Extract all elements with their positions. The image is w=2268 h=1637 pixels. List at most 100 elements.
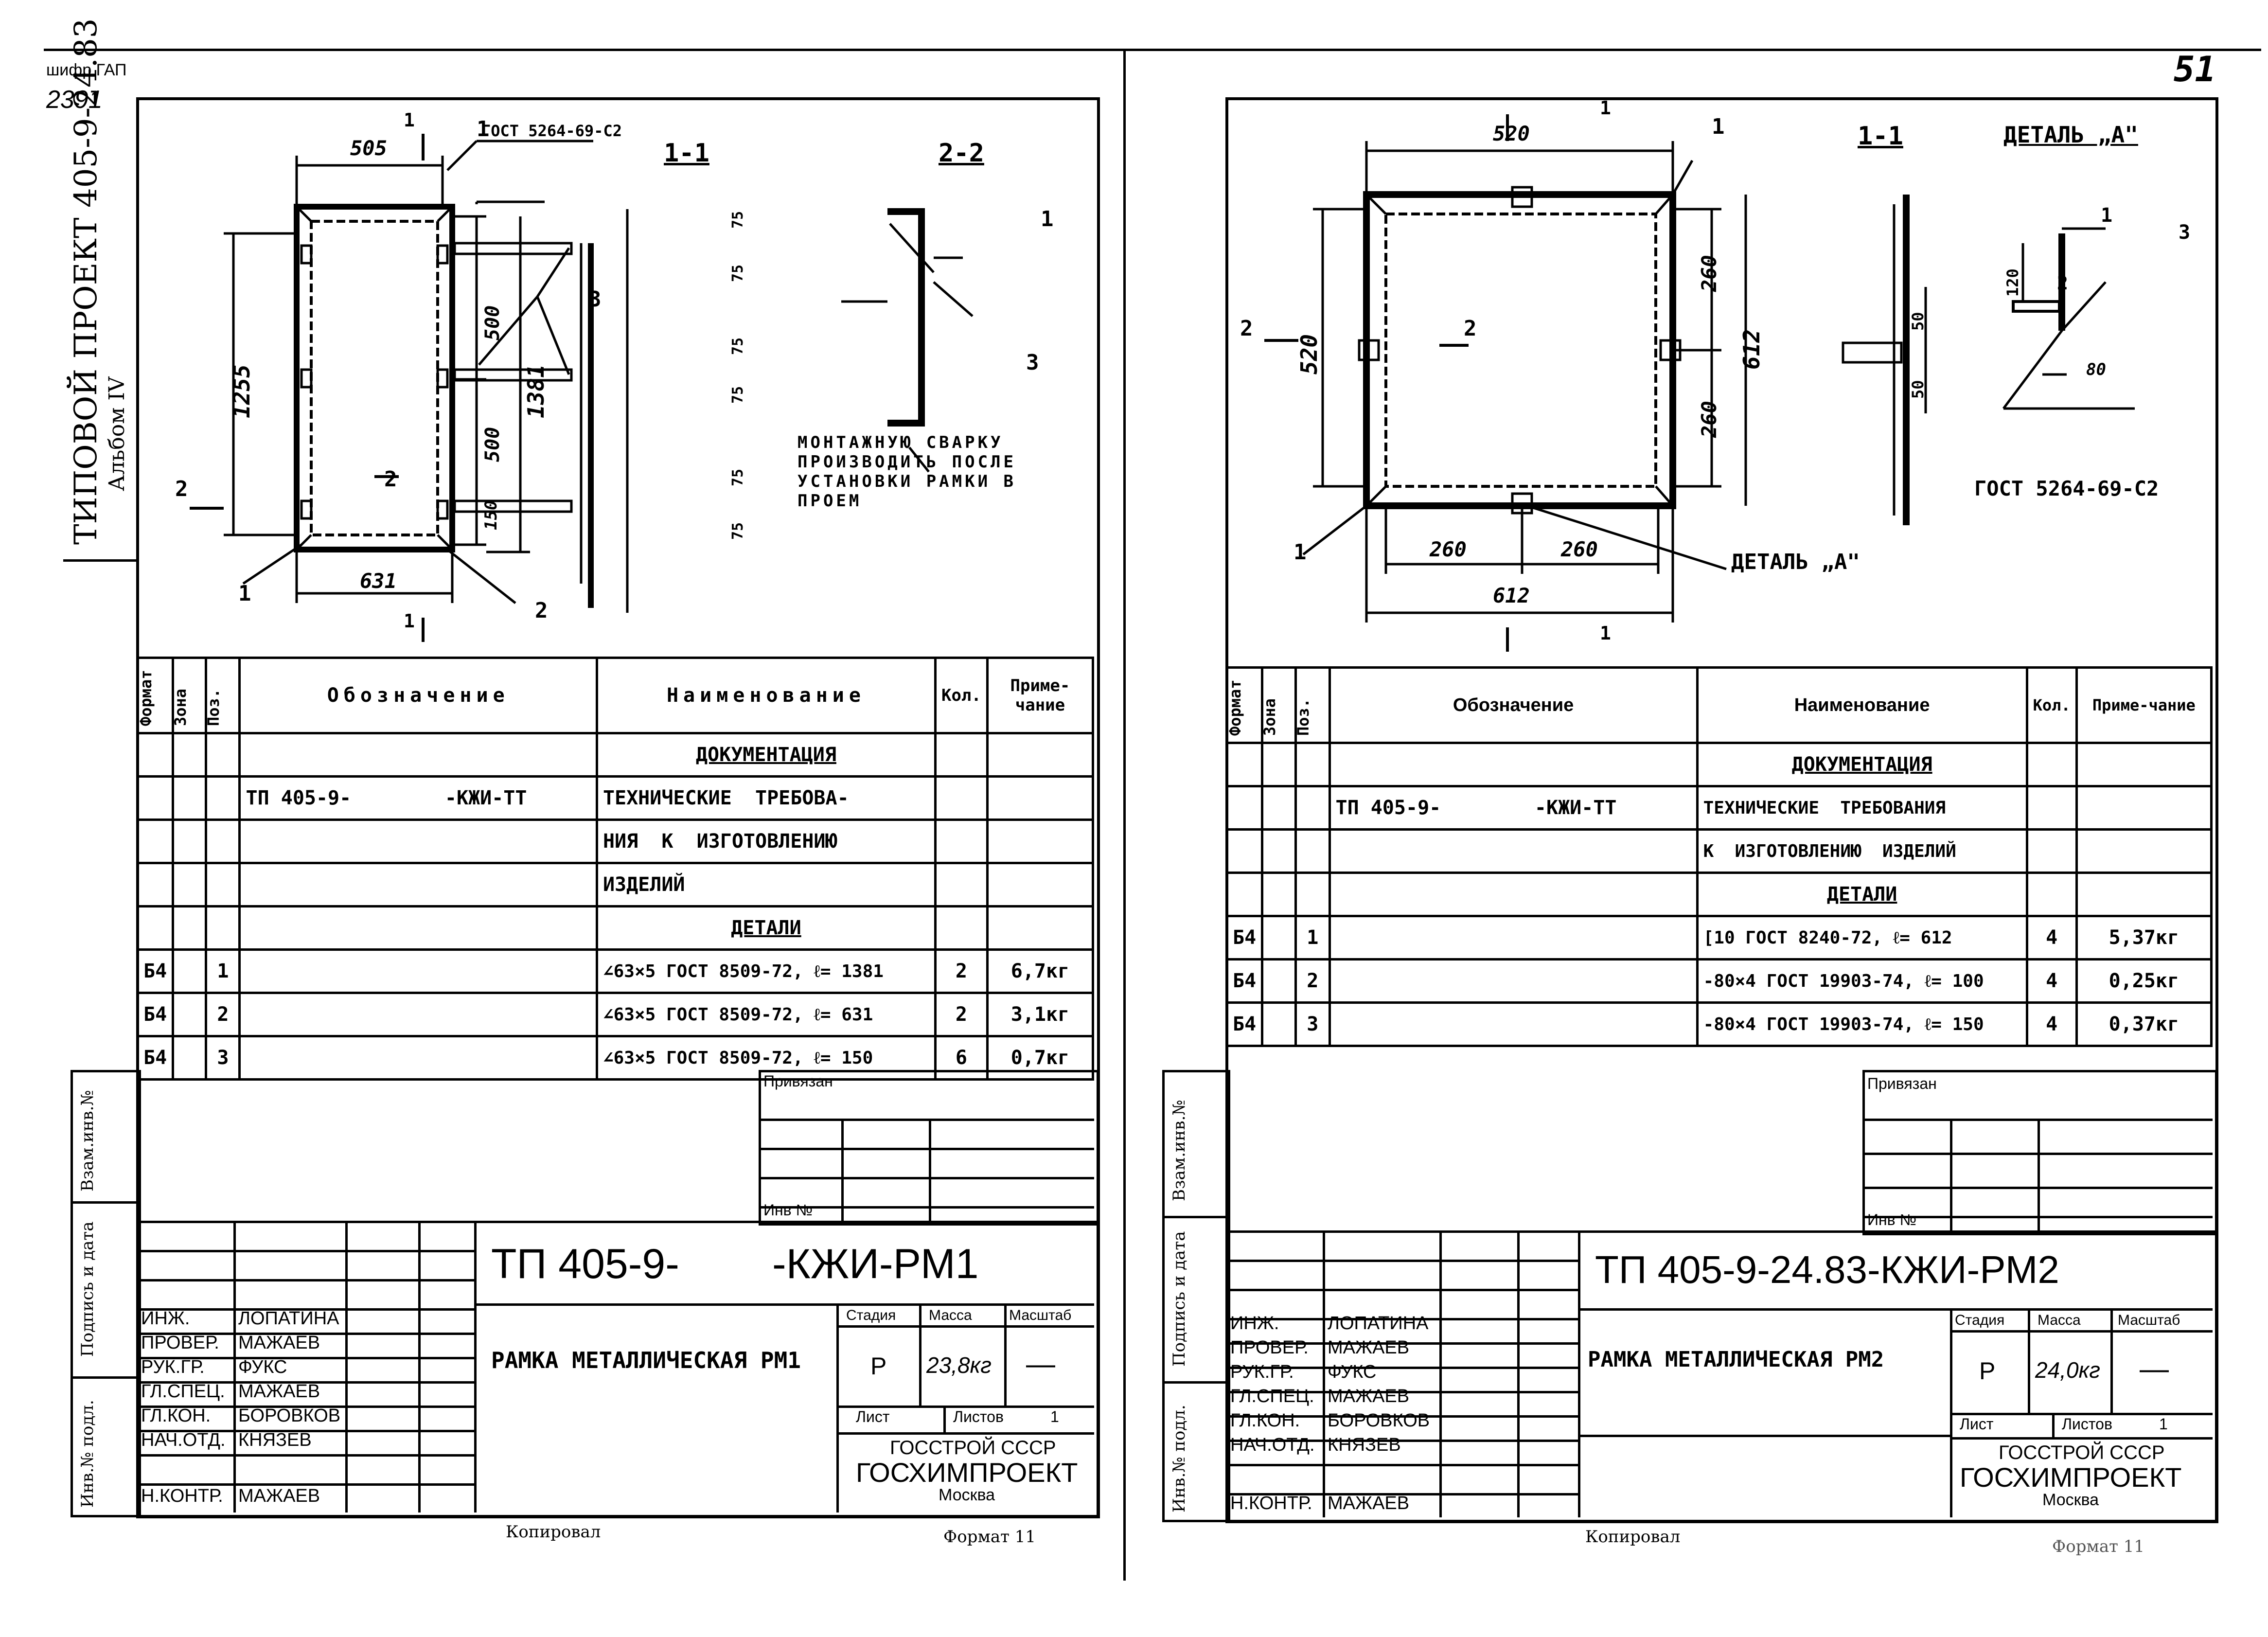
- right-dim-612-r: 612: [1738, 329, 1765, 370]
- left-scale: —: [1026, 1348, 1055, 1380]
- left-person-name: БОРОВКОВ: [238, 1406, 341, 1426]
- right-person-role: ПРОВЕР.: [1230, 1337, 1309, 1358]
- left-dim-1381: 1381: [523, 364, 549, 418]
- right-title-stage-grid: [1950, 1308, 2213, 1440]
- right-sheets: 1: [2159, 1415, 2168, 1433]
- right-table-header: Формат Зона Поз. Обозначение Наименовани…: [1225, 666, 2213, 744]
- left-dim-500a: 500: [481, 305, 504, 340]
- left-person-role: НАЧ.ОТД.: [141, 1430, 226, 1450]
- right-side-divider-1: [1162, 1216, 1225, 1218]
- right-dim-260a: 260: [1697, 255, 1721, 292]
- table-row: ИЗДЕЛИЙ: [136, 862, 1095, 907]
- right-cut-2-mid: 2: [1464, 316, 1477, 341]
- left-stage-label: Стадия: [846, 1307, 896, 1323]
- left-title-grid: [136, 1221, 477, 1512]
- left-section-1-1: 1-1: [664, 139, 709, 168]
- left-dim-505: 505: [350, 136, 387, 160]
- right-side-inv: Инв.№ подл.: [1169, 1405, 1189, 1512]
- cipher-number: 2391: [46, 86, 103, 114]
- right-pos-1-det: 1: [2101, 204, 2113, 227]
- right-th-format: Формат: [1226, 679, 1245, 736]
- left-dim-75e: 75: [729, 468, 746, 486]
- left-side-divider-2: [71, 1376, 136, 1379]
- right-side-divider-2: [1162, 1381, 1225, 1384]
- left-scale-label: Масштаб: [1009, 1307, 1072, 1323]
- right-title-divider-h2: [1580, 1435, 1950, 1437]
- left-dim-75f: 75: [729, 522, 746, 540]
- right-person-name: МАЖАЕВ: [1328, 1493, 1410, 1513]
- left-person-role: ПРОВЕР.: [141, 1333, 219, 1353]
- left-pos-3: 3: [588, 287, 602, 312]
- left-person-role: ГЛ.КОН.: [141, 1406, 211, 1426]
- left-side-inv: Инв.№ подл.: [78, 1400, 97, 1508]
- left-person-name: ФУКС: [238, 1357, 287, 1377]
- right-th-designation: Обозначение: [1328, 666, 1699, 744]
- right-doc-name: РАМКА МЕТАЛЛИЧЕСКАЯ РМ2: [1588, 1347, 1884, 1372]
- right-person-role: Н.КОНТР.: [1230, 1493, 1312, 1513]
- left-side-divider-1: [71, 1201, 136, 1204]
- top-rule: [44, 49, 2261, 51]
- table-row: НИЯ К ИЗГОТОВЛЕНИЮ: [136, 818, 1095, 864]
- left-th-name: Наименование: [595, 657, 937, 734]
- right-th-zone: Зона: [1262, 698, 1279, 736]
- left-org1: ГОССТРОЙ СССР: [890, 1437, 1056, 1459]
- table-row: ДОКУМЕНТАЦИЯ: [1225, 742, 2213, 787]
- right-side-podpis: Подпись и дата: [1169, 1231, 1189, 1367]
- right-sheets-label: Листов: [2062, 1415, 2112, 1433]
- right-section-1-1: 1-1: [1858, 122, 1903, 151]
- left-org2: ГОСХИМПРОЕКТ: [856, 1457, 1078, 1488]
- right-org2: ГОСХИМПРОЕКТ: [1960, 1462, 2182, 1493]
- left-cut-2-left: 2: [175, 477, 188, 501]
- left-person-role: ИНЖ.: [141, 1308, 190, 1329]
- table-row: ДОКУМЕНТАЦИЯ: [136, 732, 1095, 778]
- left-dim-500b: 500: [481, 427, 504, 462]
- right-th-name: Наименование: [1696, 666, 2028, 744]
- right-dim-260-b2: 260: [1561, 537, 1598, 561]
- right-dim-50a: 50: [1909, 312, 1927, 331]
- left-dim-75c: 75: [729, 337, 746, 355]
- right-spec-table: Формат Зона Поз. Обозначение Наименовани…: [1225, 666, 2213, 1047]
- right-person-name: МАЖАЕВ: [1328, 1386, 1410, 1406]
- right-dim-50b: 50: [1909, 380, 1927, 399]
- right-cut-2-left: 2: [1240, 316, 1253, 341]
- left-privyazan-label: Привязан: [763, 1072, 833, 1090]
- left-side-podpis: Подпись и дата: [78, 1221, 97, 1357]
- right-pos-2-det: 2: [2057, 272, 2068, 294]
- right-th-qty: Кол.: [2025, 666, 2078, 744]
- left-person-role: Н.КОНТР.: [141, 1486, 223, 1506]
- left-cut-1-bot: 1: [404, 610, 415, 632]
- left-sheets: 1: [1050, 1408, 1059, 1425]
- left-privyazan-grid: [759, 1119, 1094, 1221]
- left-dim-75d: 75: [729, 386, 746, 404]
- right-dim-520-top: 520: [1493, 122, 1530, 145]
- right-format: Формат 11: [2052, 1537, 2145, 1556]
- left-pos-2: 2: [535, 598, 548, 623]
- right-stage: Р: [1979, 1357, 1996, 1385]
- left-copied: Копировал: [506, 1522, 601, 1542]
- left-dim-75a: 75: [729, 211, 746, 229]
- right-org1: ГОССТРОЙ СССР: [1999, 1442, 2165, 1463]
- cipher-label: шифр ГАП: [46, 61, 127, 79]
- left-dim-150: 150: [481, 500, 501, 530]
- right-inv-no: Инв №: [1867, 1211, 1916, 1228]
- right-privyazan-grid: [1862, 1119, 2213, 1230]
- left-cut-1-top: 1: [404, 109, 415, 131]
- left-th-qty: Кол.: [934, 657, 989, 734]
- left-th-pos: Поз.: [206, 688, 223, 726]
- right-scale: —: [2140, 1352, 2169, 1385]
- right-person-role: НАЧ.ОТД.: [1230, 1435, 1315, 1455]
- left-th-format: Формат: [137, 670, 156, 726]
- right-dim-260-b1: 260: [1430, 537, 1467, 561]
- left-mass-label: Масса: [929, 1307, 972, 1323]
- right-dim-120: 120: [2003, 268, 2022, 297]
- left-th-zone: Зона: [173, 688, 190, 726]
- right-th-note: Приме-чание: [2075, 666, 2213, 744]
- left-stage: Р: [870, 1352, 887, 1380]
- right-scale-label: Масштаб: [2118, 1312, 2180, 1328]
- left-person-role: ГЛ.СПЕЦ.: [141, 1381, 225, 1402]
- left-doc-name: РАМКА МЕТАЛЛИЧЕСКАЯ РМ1: [491, 1347, 801, 1373]
